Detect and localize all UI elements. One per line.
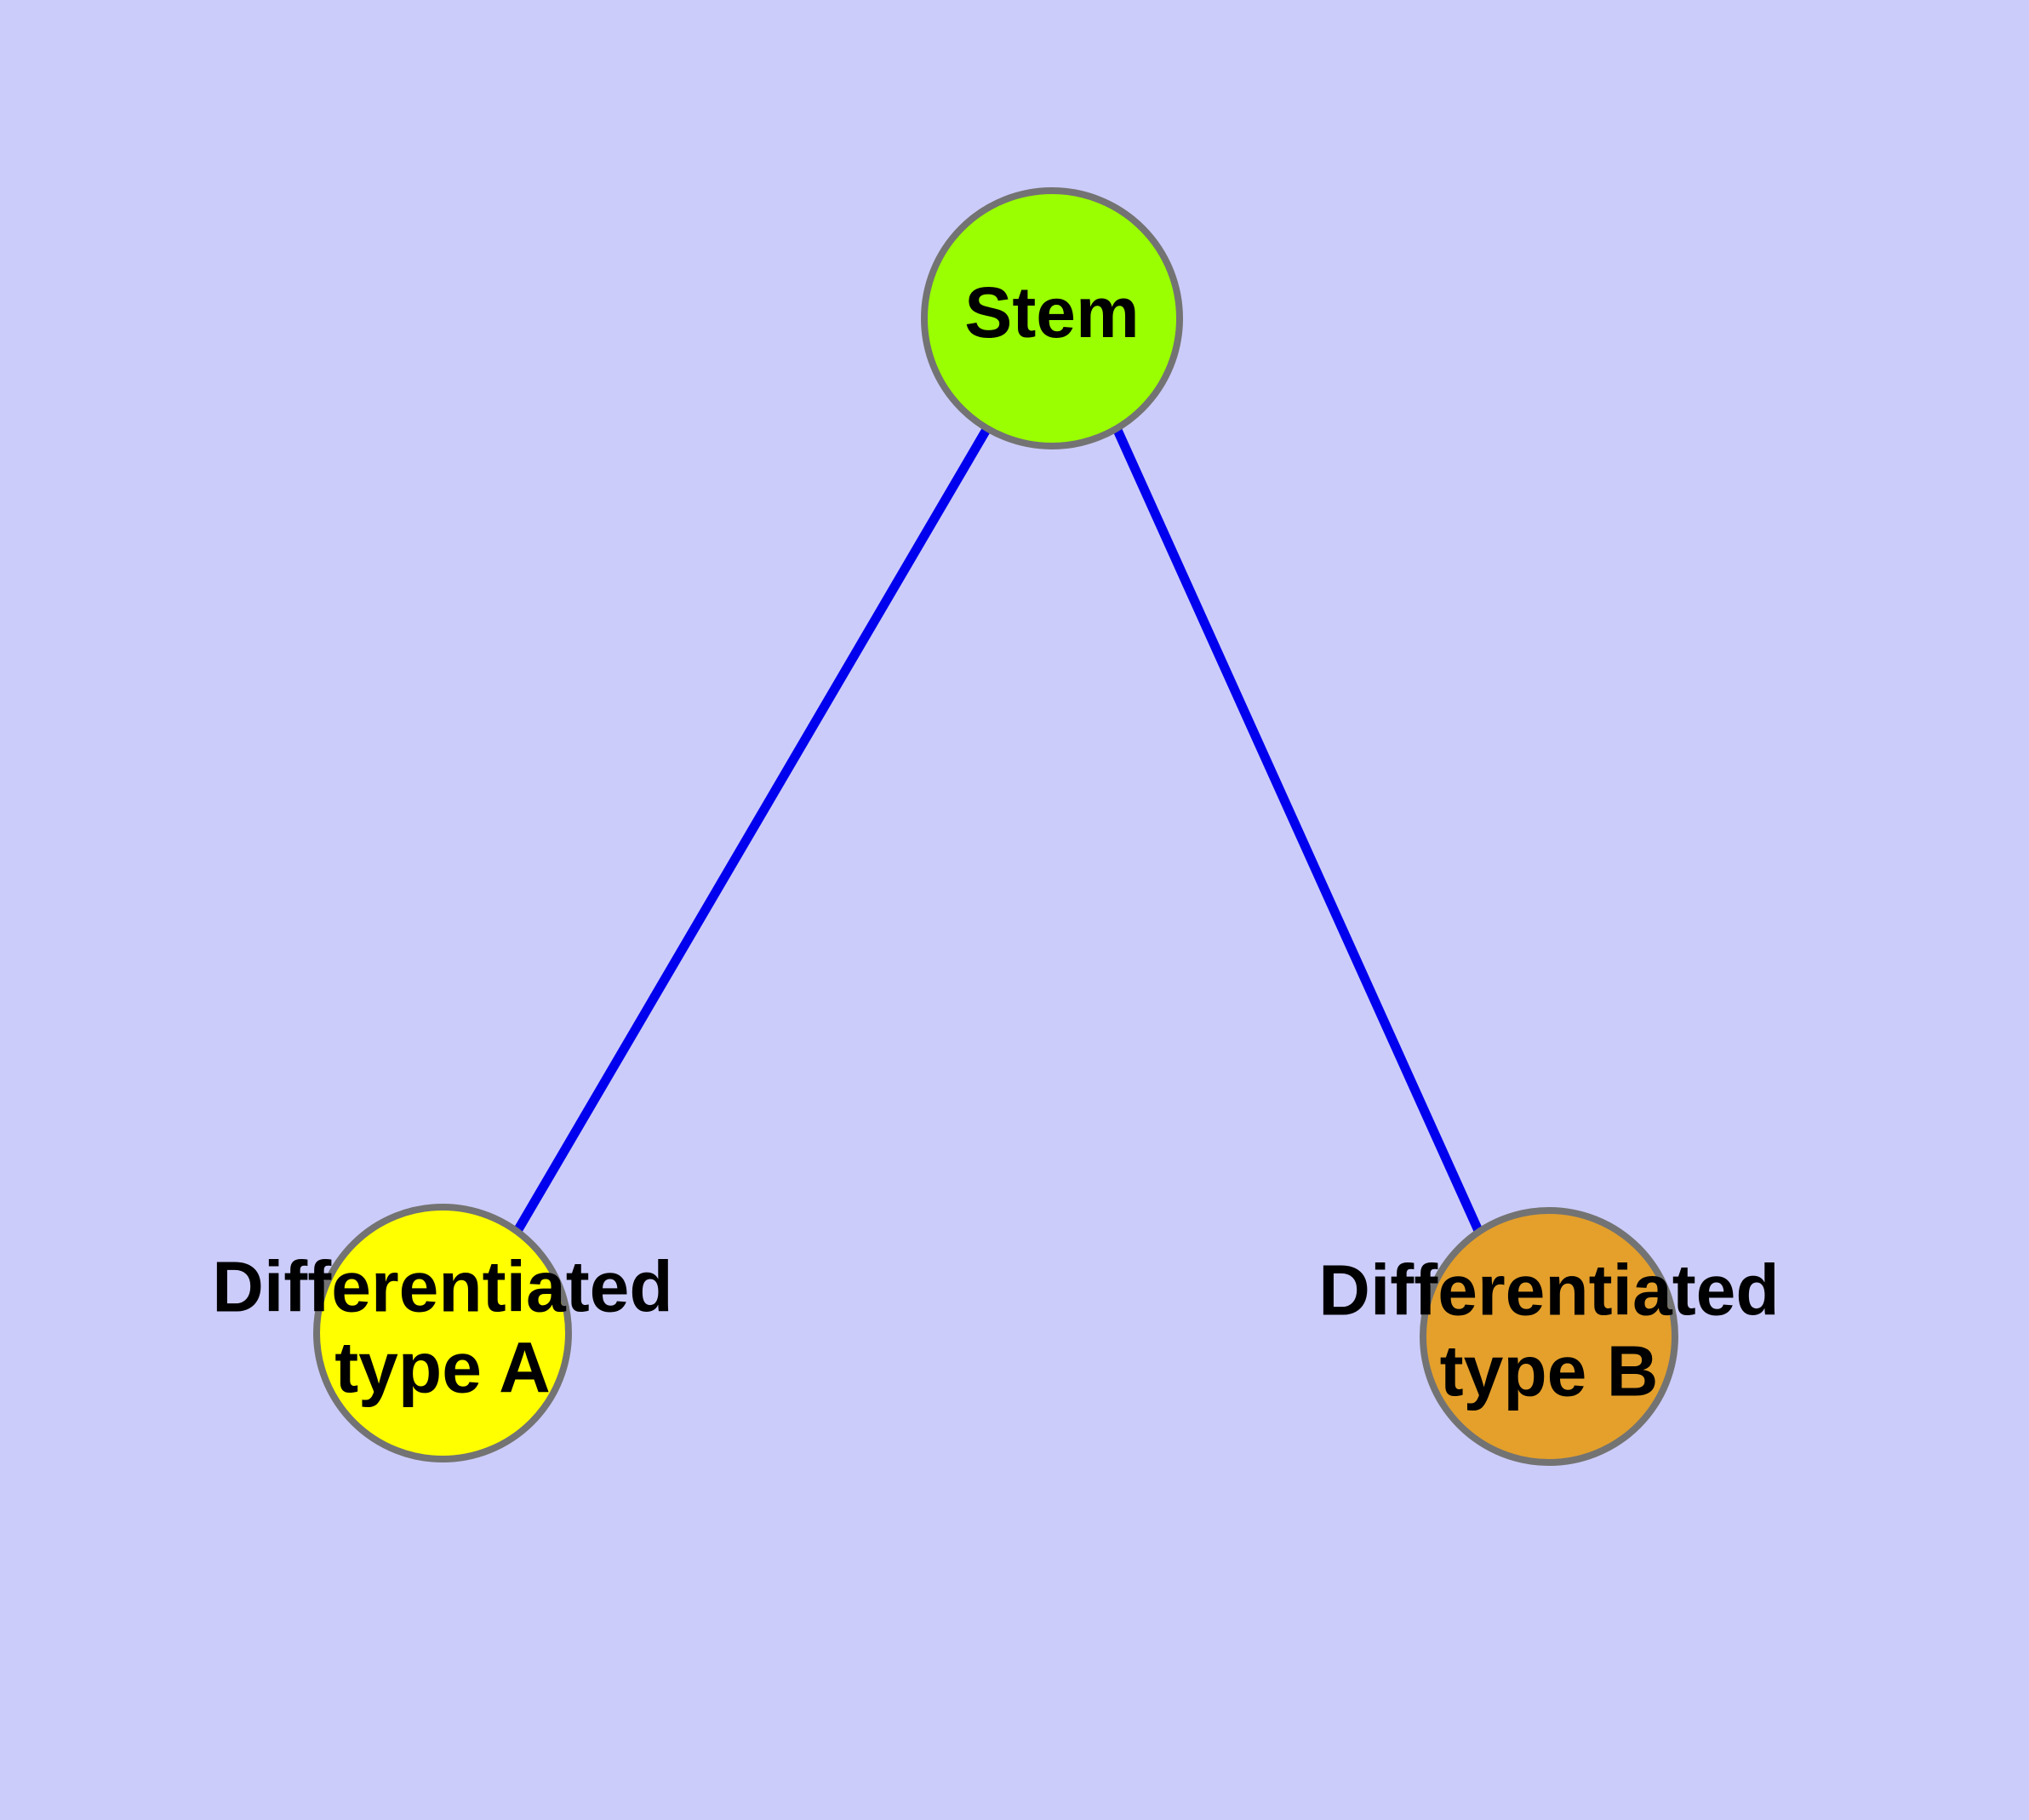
node-label-line: Differentiated bbox=[1318, 1251, 1779, 1331]
node-stem[interactable]: Stem bbox=[921, 187, 1183, 449]
edges-layer bbox=[513, 426, 1485, 1237]
node-label-line: Differentiated bbox=[212, 1247, 672, 1327]
node-label-line: type A bbox=[334, 1328, 551, 1408]
node-diff-a-circle[interactable] bbox=[313, 1204, 572, 1462]
edge-stem-to-diff-b[interactable] bbox=[1112, 426, 1485, 1237]
node-stem-circle[interactable] bbox=[921, 187, 1183, 449]
node-label-line: type B bbox=[1440, 1331, 1659, 1411]
node-diff-b-circle[interactable] bbox=[1420, 1207, 1678, 1466]
edge-stem-to-diff-a[interactable] bbox=[513, 426, 992, 1233]
node-stem-label: Stem bbox=[964, 272, 1139, 352]
node-label-line: Stem bbox=[964, 272, 1139, 352]
